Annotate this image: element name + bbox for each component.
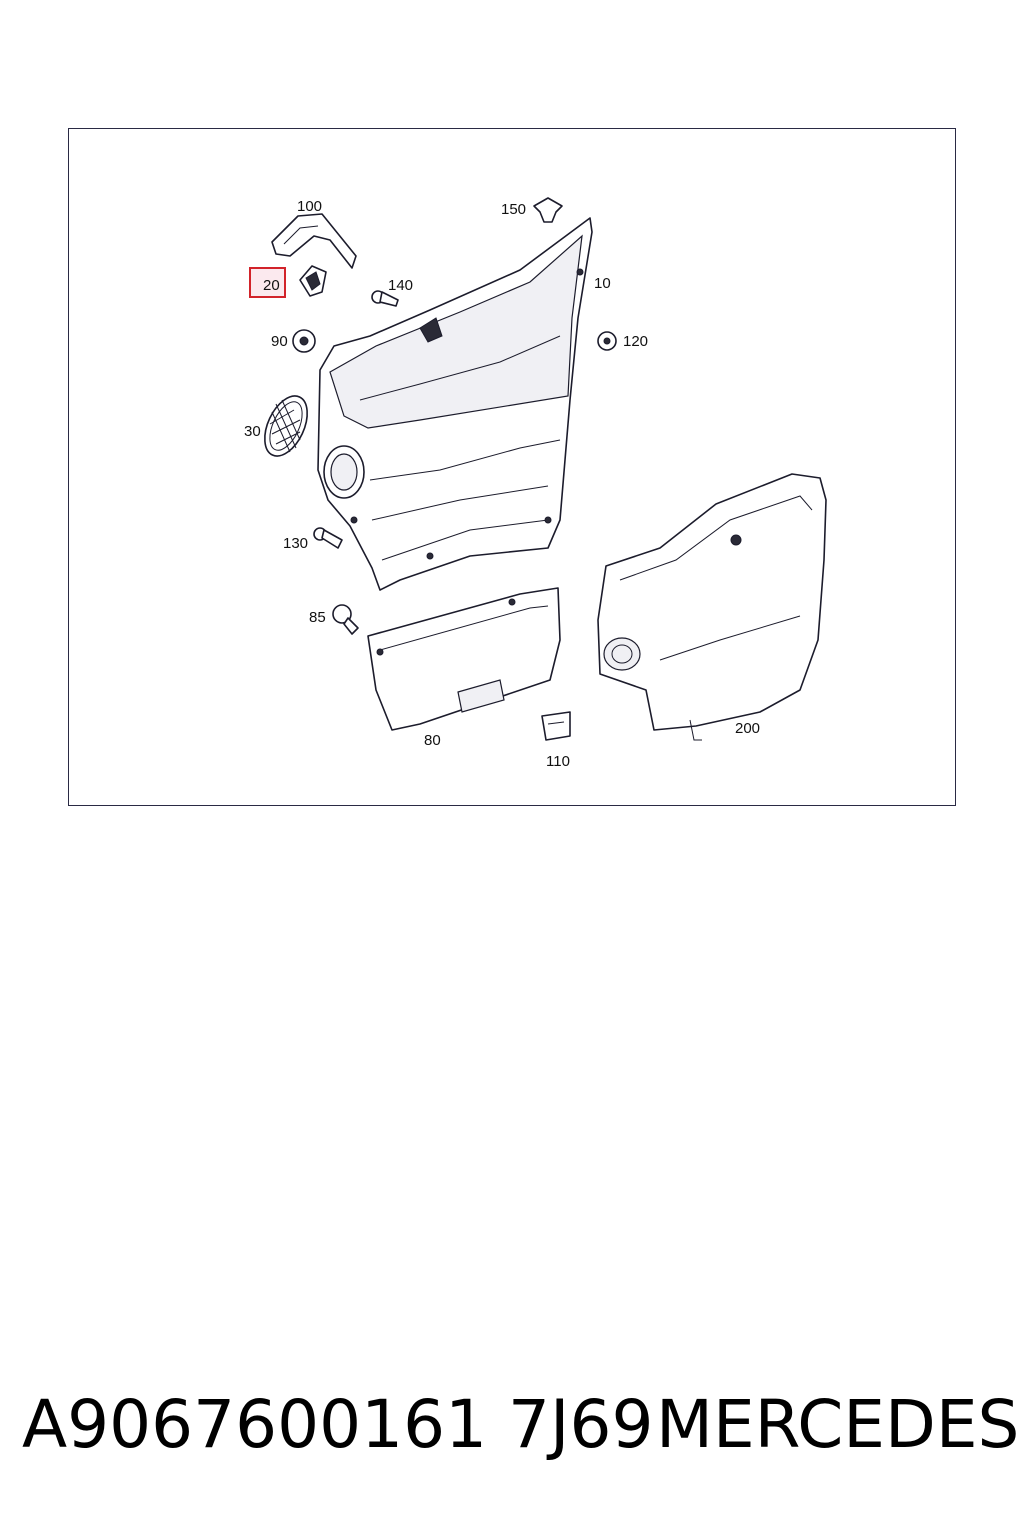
highlight-box-20 xyxy=(249,267,286,298)
callout-90: 90 xyxy=(271,333,288,350)
part-20-clip[interactable] xyxy=(299,265,327,297)
part-110-clip[interactable] xyxy=(541,711,571,741)
callout-200: 200 xyxy=(735,720,760,737)
part-80-lower-trim[interactable] xyxy=(367,587,561,731)
callout-120: 120 xyxy=(623,333,648,350)
callout-140: 140 xyxy=(388,277,413,294)
part-30-speaker-grille[interactable] xyxy=(256,389,316,462)
callout-100: 100 xyxy=(297,198,322,215)
part-130-screw[interactable] xyxy=(313,527,343,549)
part-number: A9067600161 7J69 xyxy=(22,1386,654,1463)
callout-10: 10 xyxy=(594,275,611,292)
brand-name: MERCEDES xyxy=(656,1386,1020,1463)
callout-130: 130 xyxy=(283,535,308,552)
footer-caption: A9067600161 7J69 MERCEDES xyxy=(0,1380,1024,1470)
part-120-nut[interactable] xyxy=(597,331,617,351)
part-85-clip[interactable] xyxy=(332,604,359,635)
part-90-nut[interactable] xyxy=(292,329,316,353)
callout-150: 150 xyxy=(501,201,526,218)
callout-20[interactable]: 20 xyxy=(263,277,280,294)
part-200-water-shield[interactable] xyxy=(597,473,827,741)
callout-85: 85 xyxy=(309,609,326,626)
part-10-door-panel[interactable] xyxy=(317,217,593,591)
part-140-screw[interactable] xyxy=(371,290,399,307)
callout-30: 30 xyxy=(244,423,261,440)
part-100-handle[interactable] xyxy=(271,213,357,269)
callout-80: 80 xyxy=(424,732,441,749)
callout-110: 110 xyxy=(546,753,570,770)
part-150-clip[interactable] xyxy=(533,197,563,223)
